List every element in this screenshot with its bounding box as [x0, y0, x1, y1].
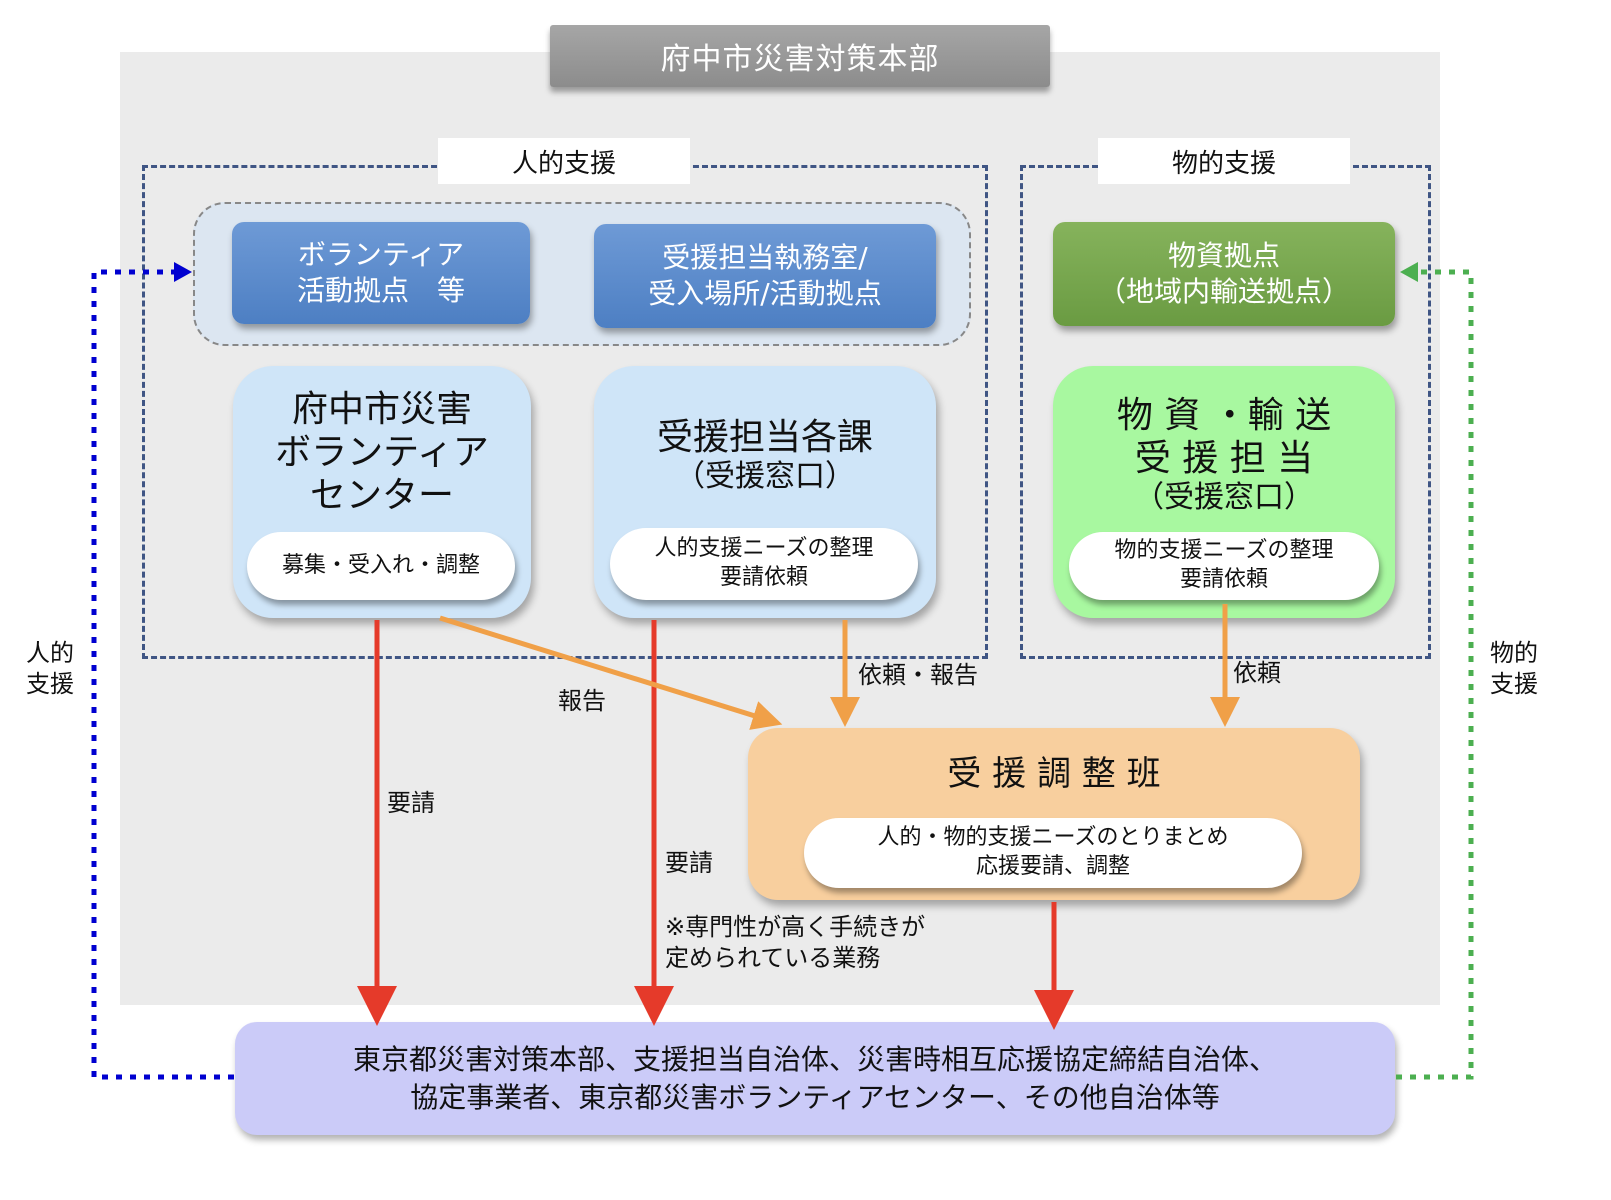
request-report-label: 依頼・報告	[858, 661, 978, 689]
side-label-line: 支援	[26, 670, 74, 699]
external-line: 協定事業者、東京都災害ボランティアセンター、その他自治体等	[410, 1080, 1220, 1114]
note-line: 定められている業務	[665, 944, 881, 973]
request-label-departments: 要請	[665, 849, 713, 877]
report-arrow-volunteer	[439, 615, 783, 730]
reception-departments-title: 受援担当各課 （受援窓口）	[594, 416, 936, 495]
note-line: ※専門性が高く手続きが	[665, 913, 926, 941]
pill-line: 要請依頼	[1179, 567, 1268, 592]
pill-line: 人的・物的支援ニーズのとりまとめ	[877, 825, 1229, 851]
title-line: センター	[309, 475, 454, 517]
report-label: 報告	[558, 687, 606, 715]
pill-line: 募集・受入れ・調整	[281, 552, 480, 578]
coordination-team-title: 受 援 調 整 班	[947, 754, 1161, 794]
human-support-arrowhead	[174, 262, 192, 282]
volunteer-base-line2: 活動拠点 等	[296, 274, 465, 307]
side-label-line: 支援	[1490, 670, 1538, 699]
pill-line: 物的支援ニーズの整理	[1114, 538, 1334, 564]
volunteer-base-line1: ボランティア	[297, 237, 465, 271]
pill-line: 要請依頼	[719, 565, 808, 590]
headquarters-title: 府中市災害対策本部	[550, 25, 1050, 87]
material-support-side-label: 物的 支援	[1490, 638, 1538, 700]
supply-base-line1: 物資拠点	[1167, 238, 1280, 272]
coordination-team-pill: 人的・物的支援ニーズのとりまとめ 応援要請、調整	[804, 818, 1302, 888]
title-line: 受 援 担 当	[1134, 438, 1314, 480]
volunteer-center-card[interactable]: 府中市災害 ボランティア センター 募集・受入れ・調整	[233, 366, 531, 618]
material-support-flow	[1396, 269, 1474, 1080]
reception-departments-pill: 人的支援ニーズの整理 要請依頼	[610, 528, 918, 600]
supply-transport-pill: 物的支援ニーズの整理 要請依頼	[1069, 532, 1379, 600]
supply-transport-title: 物 資 ・輸 送 受 援 担 当 （受援窓口）	[1053, 394, 1395, 516]
title-line: （受援窓口）	[675, 459, 855, 495]
supply-transport-card[interactable]: 物 資 ・輸 送 受 援 担 当 （受援窓口） 物的支援ニーズの整理 要請依頼	[1053, 366, 1395, 618]
external-organizations-box[interactable]: 東京都災害対策本部、支援担当自治体、災害時相互応援協定締結自治体、 協定事業者、…	[235, 1022, 1395, 1135]
supply-base-box[interactable]: 物資拠点 （地域内輸送拠点）	[1053, 222, 1395, 326]
human-support-label: 人的支援	[438, 138, 690, 184]
external-line: 東京都災害対策本部、支援担当自治体、災害時相互応援協定締結自治体、	[352, 1042, 1277, 1076]
volunteer-base-box[interactable]: ボランティア 活動拠点 等	[232, 222, 530, 324]
title-line: 府中市災害	[291, 389, 472, 430]
supply-base-line2: （地域内輸送拠点）	[1097, 275, 1350, 308]
side-label-line: 物的	[1490, 639, 1538, 667]
title-line: ボランティア	[275, 432, 489, 474]
reception-office-box[interactable]: 受援担当執務室/ 受入場所/活動拠点	[594, 224, 936, 328]
pill-line: 人的支援ニーズの整理	[654, 536, 874, 562]
request-supply-label: 依頼	[1233, 659, 1281, 687]
title-line: 受援担当各課	[656, 417, 873, 458]
human-support-side-label: 人的 支援	[26, 638, 74, 700]
volunteer-center-title: 府中市災害 ボランティア センター	[233, 388, 531, 518]
side-label-line: 人的	[26, 639, 74, 667]
reception-office-line2: 受入場所/活動拠点	[648, 277, 882, 310]
human-support-flow	[91, 269, 234, 1080]
specialized-work-note: ※専門性が高く手続きが 定められている業務	[665, 912, 925, 974]
reception-office-line1: 受援担当執務室/	[662, 240, 868, 274]
title-line: （受援窓口）	[1134, 480, 1314, 516]
coordination-team-card[interactable]: 受 援 調 整 班 人的・物的支援ニーズのとりまとめ 応援要請、調整	[748, 728, 1360, 900]
material-support-label: 物的支援	[1098, 138, 1350, 184]
request-label-volunteer: 要請	[387, 789, 435, 817]
volunteer-center-pill: 募集・受入れ・調整	[247, 532, 515, 600]
reception-departments-card[interactable]: 受援担当各課 （受援窓口） 人的支援ニーズの整理 要請依頼	[594, 366, 936, 618]
material-support-arrowhead	[1400, 262, 1418, 282]
title-line: 物 資 ・輸 送	[1116, 395, 1332, 436]
pill-line: 応援要請、調整	[975, 854, 1130, 879]
